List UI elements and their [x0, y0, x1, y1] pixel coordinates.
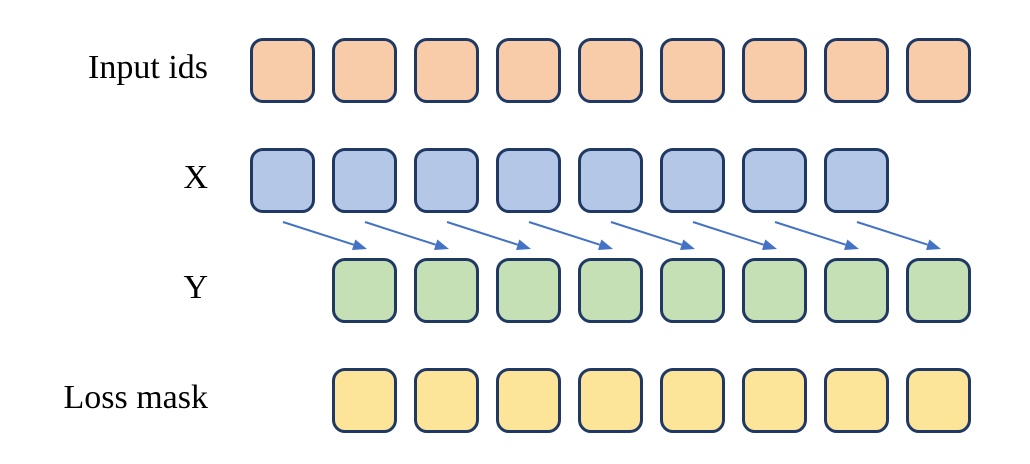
- shift-arrow-2: [446, 221, 531, 250]
- token-box-input_ids-8: [906, 38, 971, 103]
- token-box-x-6: [742, 148, 807, 213]
- token-box-input_ids-3: [496, 38, 561, 103]
- token-box-input_ids-4: [578, 38, 643, 103]
- token-box-loss_mask-3: [578, 368, 643, 433]
- row-label-y: Y: [183, 269, 208, 306]
- token-box-loss_mask-6: [824, 368, 889, 433]
- row-label-input_ids: Input ids: [88, 49, 208, 86]
- shift-arrow-5: [692, 221, 777, 250]
- token-box-loss_mask-1: [414, 368, 479, 433]
- token-box-x-0: [250, 148, 315, 213]
- shift-arrow-6: [774, 221, 859, 250]
- shift-arrow-3: [528, 221, 613, 250]
- row-label-loss_mask: Loss mask: [63, 379, 209, 416]
- token-box-y-1: [414, 258, 479, 323]
- token-box-loss_mask-2: [496, 368, 561, 433]
- token-box-x-4: [578, 148, 643, 213]
- token-box-input_ids-0: [250, 38, 315, 103]
- token-box-input_ids-7: [824, 38, 889, 103]
- token-box-loss_mask-4: [660, 368, 725, 433]
- token-box-y-0: [332, 258, 397, 323]
- token-box-loss_mask-5: [742, 368, 807, 433]
- token-box-x-3: [496, 148, 561, 213]
- token-box-x-1: [332, 148, 397, 213]
- token-box-loss_mask-0: [332, 368, 397, 433]
- token-box-y-3: [578, 258, 643, 323]
- token-box-y-2: [496, 258, 561, 323]
- token-box-input_ids-6: [742, 38, 807, 103]
- shift-arrow-0: [282, 221, 367, 250]
- token-box-x-5: [660, 148, 725, 213]
- token-box-y-7: [906, 258, 971, 323]
- shift-arrow-4: [610, 221, 695, 250]
- token-box-loss_mask-7: [906, 368, 971, 433]
- token-box-input_ids-1: [332, 38, 397, 103]
- shift-arrow-7: [856, 221, 941, 250]
- shift-arrow-1: [364, 221, 449, 250]
- token-box-input_ids-2: [414, 38, 479, 103]
- token-box-input_ids-5: [660, 38, 725, 103]
- token-box-y-6: [824, 258, 889, 323]
- token-box-y-5: [742, 258, 807, 323]
- token-box-y-4: [660, 258, 725, 323]
- token-box-x-2: [414, 148, 479, 213]
- token-box-x-7: [824, 148, 889, 213]
- row-label-x: X: [183, 159, 208, 196]
